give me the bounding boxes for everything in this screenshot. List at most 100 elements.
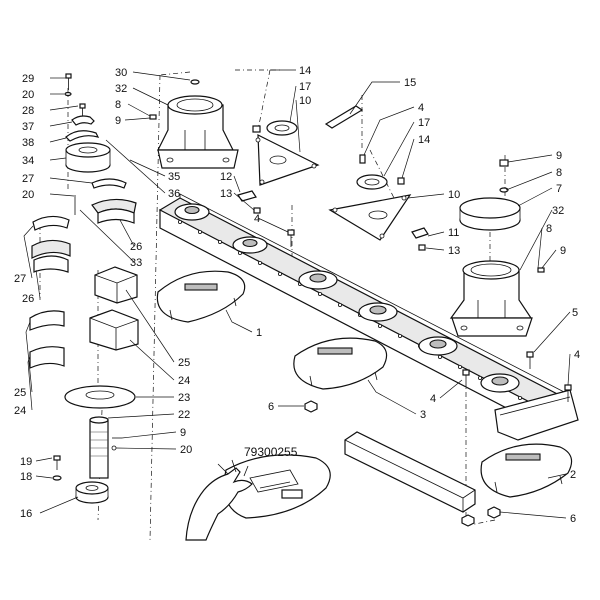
label-14: 14 — [299, 65, 311, 77]
label-4: 4 — [574, 349, 580, 361]
disc-2 — [480, 443, 573, 498]
label-19: 19 — [20, 456, 32, 468]
rotor-hub-4 — [358, 302, 398, 322]
label-32: 32 — [552, 205, 564, 217]
label-35: 35 — [168, 171, 180, 183]
nuts-6 — [304, 400, 501, 527]
label-4: 4 — [430, 393, 436, 405]
part-26-segment-right-body — [97, 208, 135, 224]
label-25: 25 — [14, 387, 26, 399]
part-23-disc — [64, 385, 136, 409]
label-15: 15 — [404, 77, 416, 89]
label-9: 9 — [180, 427, 186, 439]
label-28: 28 — [22, 105, 34, 117]
label-23: 23 — [178, 392, 190, 404]
label-13: 13 — [448, 245, 460, 257]
label-4: 4 — [254, 213, 260, 225]
skid-beam — [344, 431, 476, 513]
label-14: 14 — [418, 134, 430, 146]
label-20: 20 — [180, 444, 192, 456]
label-17: 17 — [299, 81, 311, 93]
part-9-screw — [149, 114, 157, 120]
label-6: 6 — [570, 513, 576, 525]
drawing-code: 79300255 — [244, 445, 298, 459]
gear-housing-right — [449, 159, 545, 337]
bar-end-cover — [494, 389, 579, 441]
rotor-hub-5 — [418, 336, 458, 356]
triangle-plate-upper — [252, 120, 320, 186]
label-24: 24 — [178, 375, 190, 387]
rotor-hub-1 — [174, 203, 210, 221]
label-7: 7 — [556, 183, 562, 195]
part-26-seal-left-lower — [33, 255, 69, 273]
part-34-bearing-housing — [65, 142, 111, 173]
part-29-bolt — [65, 73, 72, 90]
left-shaft-parts — [29, 73, 139, 504]
label-29: 29 — [22, 73, 34, 85]
label-22: 22 — [178, 409, 190, 421]
label-34: 34 — [22, 155, 34, 167]
label-5: 5 — [572, 307, 578, 319]
label-37: 37 — [22, 121, 34, 133]
label-32: 32 — [115, 83, 127, 95]
part-22-shaft — [89, 416, 109, 479]
rotor-hub-2 — [232, 236, 268, 254]
label-16: 16 — [20, 508, 32, 520]
label-27: 27 — [22, 173, 34, 185]
label-8: 8 — [556, 167, 562, 179]
disc-3 — [293, 337, 388, 390]
part-25-bushing-left — [29, 310, 65, 331]
part-15-lever — [324, 105, 364, 129]
label-11: 11 — [448, 227, 459, 239]
part-25-block — [94, 266, 138, 304]
label-38: 38 — [22, 137, 34, 149]
label-17: 17 — [418, 117, 430, 129]
label-8: 8 — [115, 99, 121, 111]
part-24-block — [89, 309, 139, 351]
part-27-ring-left — [32, 215, 70, 231]
label-9: 9 — [556, 150, 562, 162]
label-36: 36 — [168, 188, 180, 200]
label-3: 3 — [420, 409, 426, 421]
rotor-hub-6 — [480, 373, 520, 393]
label-12: 12 — [220, 171, 232, 183]
part-27-ring-upper — [91, 178, 127, 189]
label-9: 9 — [115, 115, 121, 127]
label-1: 1 — [256, 327, 262, 339]
disc-1 — [156, 270, 246, 323]
part-28-screw — [79, 103, 86, 116]
part-37-clamp — [71, 115, 95, 126]
part-20-washer-top — [64, 91, 72, 97]
gear-housing-left — [149, 79, 239, 169]
part-26-seal-left — [31, 239, 71, 259]
label-20: 20 — [22, 89, 34, 101]
label-26: 26 — [22, 293, 34, 305]
part-24-sleeve-left — [29, 346, 65, 369]
label-10: 10 — [448, 189, 460, 201]
label-6: 6 — [268, 401, 274, 413]
label-33: 33 — [130, 257, 142, 269]
part-labels: 29 20 28 37 38 34 27 20 27 26 25 24 19 1… — [14, 65, 580, 525]
label-20: 20 — [22, 189, 34, 201]
label-25: 25 — [178, 357, 190, 369]
part-16-hub — [75, 481, 109, 504]
label-2: 2 — [570, 469, 576, 481]
label-24: 24 — [14, 405, 26, 417]
label-8: 8 — [546, 223, 552, 235]
label-10: 10 — [299, 95, 311, 107]
label-4: 4 — [418, 102, 424, 114]
part-11-plate — [411, 227, 429, 239]
triangle-plate-lower — [328, 154, 412, 241]
rotor-hub-3 — [298, 270, 338, 290]
label-9: 9 — [560, 245, 566, 257]
label-18: 18 — [20, 471, 32, 483]
label-30: 30 — [115, 67, 127, 79]
label-26: 26 — [130, 241, 142, 253]
part-38-ring — [65, 130, 100, 142]
label-13: 13 — [220, 188, 232, 200]
hand-detail-illustration — [185, 454, 331, 541]
leader-lines — [23, 69, 571, 519]
label-27: 27 — [14, 273, 26, 285]
